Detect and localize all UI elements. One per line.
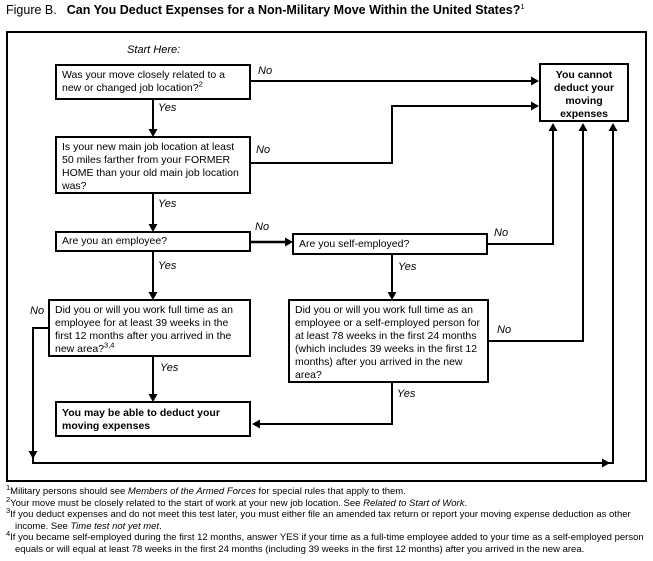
- figure-title-text: Can You Deduct Expenses for a Non-Milita…: [66, 3, 521, 17]
- arrowhead-q5-yes: [148, 394, 158, 402]
- arrowhead-q3-no: [285, 237, 293, 247]
- node-q2-text: Is your new main job location at least 5…: [62, 141, 239, 192]
- outcome-deduct-text: You may be able to deduct your moving ex…: [62, 407, 220, 432]
- footnote-4-text: If you became self-employed during the f…: [10, 532, 644, 555]
- figure-title: Figure B. Can You Deduct Expenses for a N…: [6, 3, 525, 17]
- node-question-job-location: Was your move closely related to a new o…: [55, 64, 251, 100]
- label-yes-q4: Yes: [398, 261, 417, 273]
- connector-q4-no: [488, 131, 554, 245]
- arrowhead-q1-yes: [148, 129, 158, 137]
- node-outcome-cannot-deduct: You cannot deduct your moving expenses: [539, 63, 629, 122]
- footnote-1: 1Military persons should see Members of …: [6, 482, 651, 498]
- footnote-2-italic: Related to Start of Work: [363, 497, 465, 509]
- connector-q6-yes: [260, 383, 393, 425]
- footnotes: 1Military persons should see Members of …: [6, 482, 651, 555]
- label-yes-q6: Yes: [397, 388, 416, 400]
- node-question-50-miles: Is your new main job location at least 5…: [55, 136, 251, 194]
- footnote-2-marker: 2: [6, 494, 11, 504]
- arrowhead-q2-yes: [148, 224, 158, 232]
- node-q1-text: Was your move closely related to a new o…: [62, 69, 226, 94]
- arrowhead-q1-no: [531, 76, 539, 86]
- node-question-78-weeks: Did you or will you work full time as an…: [288, 299, 489, 383]
- footnote-3-post: .: [159, 520, 162, 532]
- label-no-q2: No: [256, 144, 271, 156]
- node-question-employee: Are you an employee?: [55, 231, 251, 252]
- footnote-3-italic: Time test not yet met: [70, 520, 160, 532]
- connector-q5-no: [32, 131, 614, 464]
- arrowhead-q3-yes: [148, 292, 158, 300]
- arrowhead-q4-yes: [387, 292, 397, 300]
- footnote-3-marker: 3: [6, 505, 11, 515]
- node-q5-footnote-ref: 3,4: [104, 340, 115, 350]
- footnote-1-post: for special rules that apply to them.: [255, 486, 406, 497]
- footnote-3-text: If you deduct expenses and do not meet t…: [10, 509, 631, 532]
- label-no-q1: No: [258, 65, 273, 77]
- label-no-q3: No: [255, 221, 270, 233]
- node-q3-text: Are you an employee?: [62, 235, 168, 247]
- label-yes-q1: Yes: [158, 102, 177, 114]
- node-question-self-employed: Are you self-employed?: [292, 233, 488, 255]
- node-q1-footnote-ref: 2: [198, 79, 203, 89]
- outcome-no-deduct-text: You cannot deduct your moving expenses: [553, 69, 615, 120]
- start-here-label: Start Here:: [127, 44, 181, 56]
- footnote-1-italic: Members of the Armed Forces: [127, 486, 256, 497]
- node-q6-text: Did you or will you work full time as an…: [295, 304, 481, 381]
- connector-q2-no: [251, 105, 532, 164]
- arrowhead-q6-no-up: [578, 123, 588, 131]
- footnote-1-marker: 1: [6, 482, 11, 492]
- label-yes-q3: Yes: [158, 260, 177, 272]
- label-yes-q2: Yes: [158, 198, 177, 210]
- label-no-q6: No: [497, 324, 512, 336]
- arrowhead-q4-no: [548, 123, 558, 131]
- footnote-3: 3If you deduct expenses and do not meet …: [6, 505, 651, 532]
- label-no-q5: No: [30, 305, 45, 317]
- label-yes-q5: Yes: [160, 362, 179, 374]
- footnote-2-post: .: [464, 497, 468, 509]
- node-question-39-weeks: Did you or will you work full time as an…: [48, 299, 251, 357]
- footnote-2-text: Your move must be closely related to the…: [10, 497, 364, 509]
- node-outcome-may-deduct: You may be able to deduct your moving ex…: [55, 401, 251, 437]
- footnote-4-marker: 4: [6, 528, 11, 538]
- arrowhead-q6-yes: [252, 419, 260, 429]
- figure-label: Figure B.: [6, 3, 57, 17]
- node-q5-text: Did you or will you work full time as an…: [55, 304, 233, 355]
- node-q4-text: Are you self-employed?: [299, 238, 410, 250]
- title-footnote-ref: 1: [520, 1, 525, 11]
- footnote-2: 2Your move must be closely related to th…: [6, 495, 651, 510]
- arrowhead-q5-no-up: [608, 123, 618, 131]
- arrowhead-q5-no-down: [28, 451, 38, 459]
- footnote-1-text: Military persons should see: [10, 486, 128, 497]
- footnote-4: 4If you became self-employed during the …: [6, 528, 651, 555]
- label-no-q4: No: [494, 227, 509, 239]
- arrowhead-q2-no: [531, 101, 539, 111]
- connector-q6-no: [489, 131, 584, 342]
- arrowhead-q5-no-right: [602, 458, 610, 468]
